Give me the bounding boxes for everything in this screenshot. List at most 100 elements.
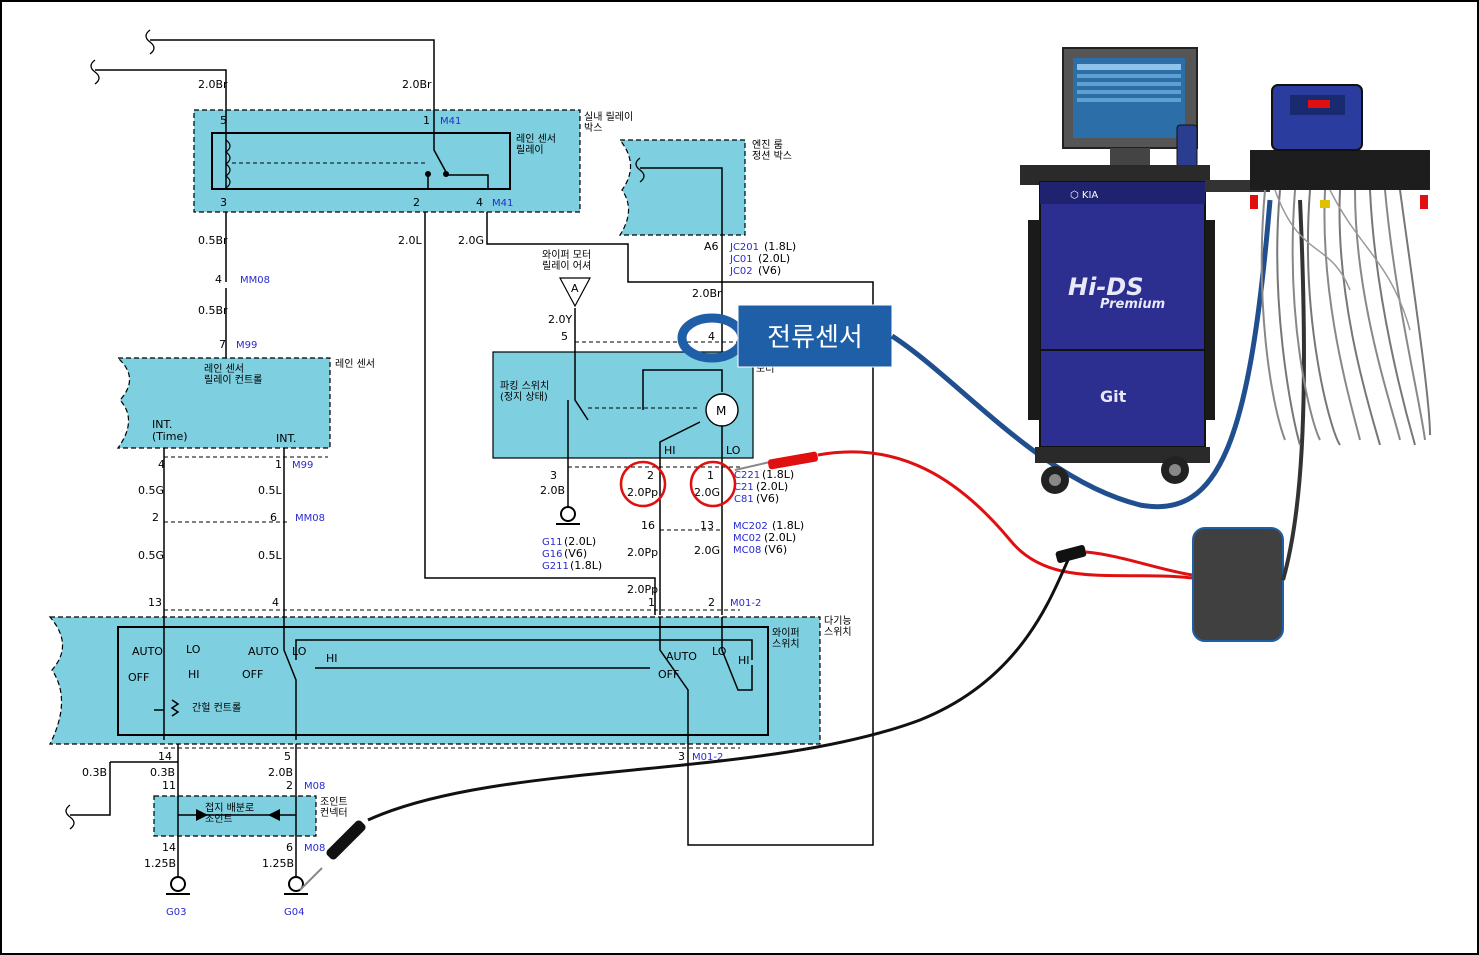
pin-mm08-2: 2 [152, 511, 159, 524]
pin-2: 2 [413, 196, 420, 209]
code-g04: G04 [284, 907, 304, 918]
pin-motor-3: 3 [550, 469, 557, 482]
highlight-circle-hi [619, 460, 667, 508]
code-mc-18: (1.8L) [772, 519, 804, 532]
brand-subtitle: Premium [1100, 297, 1165, 312]
svg-text:⬡ KIA: ⬡ KIA [1070, 190, 1098, 201]
label-pp20a: 2.0Pp [627, 486, 658, 499]
code-j-18: (1.8L) [764, 240, 796, 253]
highlight-circles [619, 460, 737, 508]
pin-m99-7: 7 [219, 338, 226, 351]
label-interval-control: 간헐 컨트롤 [192, 701, 241, 714]
label-wiper-switch-2: 스위치 [772, 637, 800, 650]
label-mm08-below: 0.5Br [198, 304, 228, 317]
pin-c-6: 6 [286, 841, 293, 854]
code-g11: G11 [542, 537, 562, 548]
pin-5: 5 [220, 114, 227, 127]
pin-sw-1: 1 [648, 596, 655, 609]
code-j-20: (2.0L) [758, 252, 790, 265]
engine-junction-box [618, 139, 746, 236]
code-mm08-b: MM08 [295, 513, 325, 524]
indoor-relay-box [193, 109, 581, 213]
label-rain-ctrl-2: 릴레이 컨트롤 [204, 373, 262, 386]
pin-int-1: 1 [275, 458, 282, 471]
wires [65, 29, 874, 878]
label-auto-3: AUTO [666, 650, 697, 663]
label-int-time-2: (Time) [152, 430, 188, 443]
label-b20: 2.0B [540, 484, 565, 497]
pin-c-2: 2 [286, 779, 293, 792]
code-g-20: (2.0L) [564, 535, 596, 548]
code-m41-top: M41 [440, 116, 461, 127]
code-g-18: (1.8L) [570, 559, 602, 572]
label-engine-box-2: 정션 박스 [752, 150, 792, 162]
measurement-module [1192, 527, 1284, 642]
label-br-left-top: 2.0Br [198, 78, 228, 91]
label-rain-ctrl-1: 레인 센서 [204, 363, 244, 375]
label-lo-1: LO [186, 643, 201, 656]
code-jc01: JC01 [729, 254, 753, 265]
code-m08-a: M08 [304, 781, 325, 792]
label-park-switch-2: (정지 상태) [500, 391, 548, 403]
wire-gauge-labels: 2.0Br 2.0Br 0.5Br 2.0L 2.0G 0.5Br 0.5G 0… [82, 78, 722, 870]
code-mc202: MC202 [733, 521, 768, 532]
motor-icon: M [716, 404, 726, 418]
code-mc-v6: (V6) [764, 543, 787, 556]
label-br-mid-top: 2.0Br [402, 78, 432, 91]
connector-codes: M41 M41 MM08 M99 M99 MM08 JC201 JC01 JC0… [166, 116, 804, 918]
label-motor-hi: HI [664, 444, 676, 457]
label-pp20c: 2.0Pp [627, 583, 658, 596]
pin-numbers: 5 1 3 2 4 A6 4 7 4 1 2 6 5 4 3 2 1 16 13… [148, 114, 719, 854]
pin-sw-3: 3 [678, 750, 685, 763]
code-m01-2-a: M01-2 [730, 598, 761, 609]
code-mc-20: (2.0L) [764, 531, 796, 544]
code-c-v6: (V6) [756, 492, 779, 505]
pin-mm08-4: 4 [215, 273, 222, 286]
component-labels: 실내 릴레이 박스 레인 센서 릴레이 엔진 룸 정션 박스 와이퍼 모터 릴레… [128, 110, 852, 825]
pin-1: 1 [423, 114, 430, 127]
label-wiper-relay-1: 와이퍼 모터 [542, 249, 591, 261]
label-g20a: 2.0G [694, 486, 720, 499]
current-clamp-icon [677, 304, 893, 368]
label-switch-group-1: 다기능 [824, 615, 852, 627]
label-relay-out-right: 2.0G [458, 234, 484, 247]
pin-motor-2: 2 [647, 469, 654, 482]
label-lo-3: LO [712, 645, 727, 658]
label-b20-bottom: 2.0B [268, 766, 293, 779]
pin-c-11: 11 [162, 779, 176, 792]
label-auto-2: AUTO [248, 645, 279, 658]
label-wiper-switch-1: 와이퍼 [772, 627, 800, 639]
label-rain-sensor: 레인 센서 [335, 358, 375, 370]
label-switch-group-2: 스위치 [824, 625, 852, 638]
pin-int-4: 4 [158, 458, 165, 471]
code-j-v6: (V6) [758, 264, 781, 277]
code-m08-b: M08 [304, 843, 325, 854]
ground-joint-connector [153, 795, 317, 837]
label-int-time-1: INT. [152, 418, 172, 431]
code-c21: C21 [734, 482, 754, 493]
label-hi-2: HI [326, 652, 338, 665]
label-relay-box-1: 실내 릴레이 [584, 110, 633, 123]
label-joint-right-1: 조인트 [320, 796, 348, 808]
pin-a6: A6 [704, 240, 719, 253]
label-relay-out-left: 0.5Br [198, 234, 228, 247]
pin-3: 3 [220, 196, 227, 209]
label-joint-1: 접지 배분로 [205, 802, 254, 814]
pin-mm08-6: 6 [270, 511, 277, 524]
label-lo-2: LO [292, 645, 307, 658]
code-g211: G211 [542, 561, 569, 572]
label-l05b: 0.5L [258, 549, 282, 562]
code-jc201: JC201 [729, 242, 759, 253]
pin-motor-5: 5 [561, 330, 568, 343]
pin-16: 16 [641, 519, 655, 532]
label-hi-1: HI [188, 668, 200, 681]
git-logo: Git [1100, 387, 1127, 406]
code-mm08-a: MM08 [240, 275, 270, 286]
label-l05a: 0.5L [258, 484, 282, 497]
code-jc02: JC02 [729, 266, 753, 277]
multifunction-switch-box [48, 616, 821, 745]
code-mc02: MC02 [733, 533, 761, 544]
code-c81: C81 [734, 494, 754, 505]
label-motor-lo: LO [726, 444, 741, 457]
